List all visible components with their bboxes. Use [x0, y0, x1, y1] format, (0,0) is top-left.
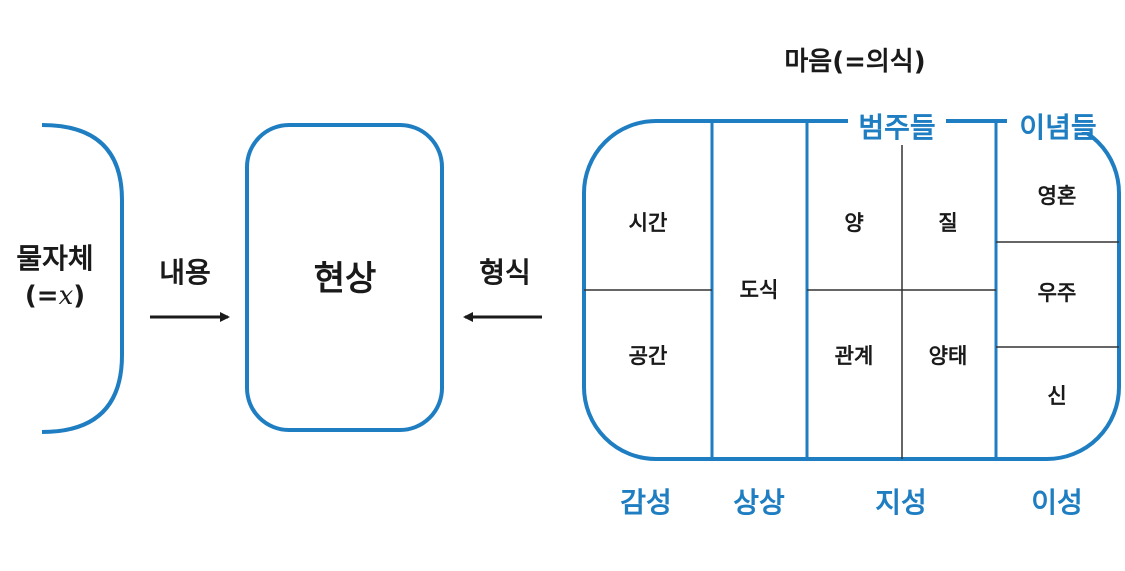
- cell-schema: 도식: [740, 278, 779, 302]
- form-label: 형식: [479, 256, 531, 289]
- content-label: 내용: [159, 256, 211, 289]
- cell-god: 신: [1047, 384, 1066, 408]
- ideas-label-gap: [1007, 112, 1109, 132]
- ideas-label: 이념들: [1019, 111, 1096, 144]
- categories-label: 범주들: [858, 111, 935, 144]
- cell-quantity: 양: [844, 211, 863, 235]
- thing-in-itself-label: 물자체: [16, 242, 93, 275]
- phenomenon-box: [245, 123, 444, 432]
- label-imagination: 상상: [733, 486, 785, 519]
- thing-in-itself-equation: (=x): [25, 281, 85, 311]
- cell-soul: 영혼: [1038, 184, 1077, 208]
- label-understanding: 지성: [875, 486, 927, 519]
- mind-title: 마음(=의식): [784, 47, 925, 77]
- categories-label-gap: [848, 112, 946, 132]
- cell-world: 우주: [1038, 281, 1077, 305]
- phenomenon-label: 현상: [314, 259, 377, 299]
- label-sensibility: 감성: [620, 486, 672, 519]
- cell-relation: 관계: [835, 344, 874, 368]
- label-reason: 이성: [1031, 486, 1083, 519]
- cell-modality: 양태: [929, 344, 968, 368]
- cell-time: 시간: [629, 211, 668, 235]
- cell-space: 공간: [629, 344, 668, 368]
- thing-in-itself-shape: [41, 123, 124, 434]
- cell-quality: 질: [938, 211, 957, 235]
